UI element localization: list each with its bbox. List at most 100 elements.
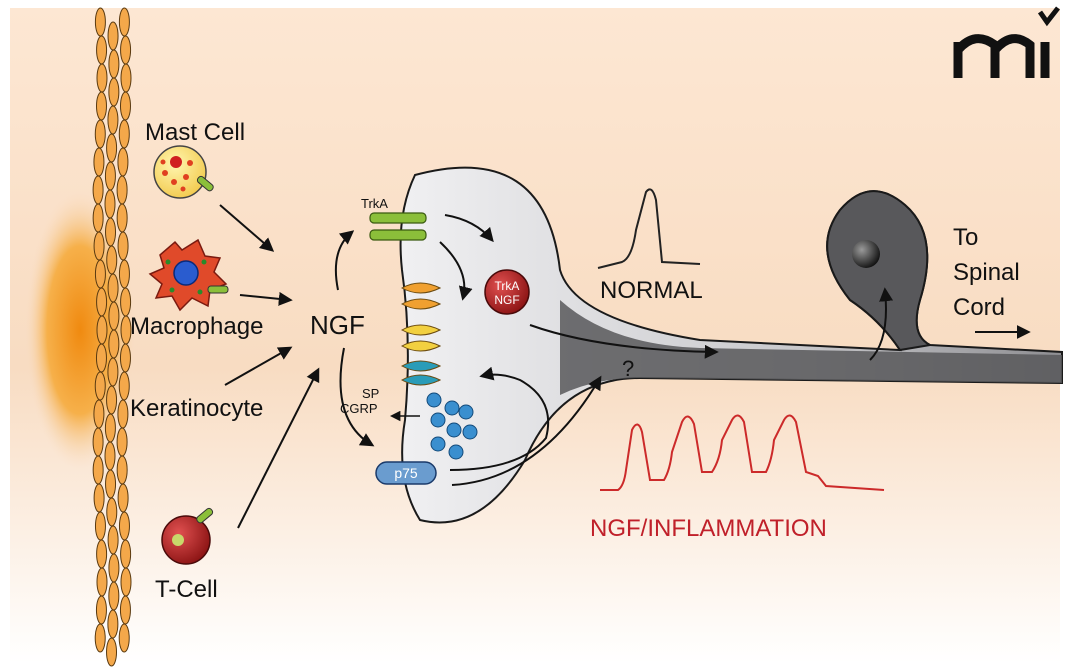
p75-receptor [375, 461, 437, 485]
skin-cell [107, 273, 119, 303]
mi-logo [953, 6, 1060, 78]
skin-cell [117, 399, 129, 429]
inflammation-action-potential-trace [600, 414, 885, 491]
trka-label: TrkA [361, 196, 388, 211]
skin-cell [106, 497, 118, 527]
skin-cell [108, 77, 120, 107]
trka-ngf-label-line1: TrkA [495, 279, 520, 293]
skin-cell [95, 343, 107, 373]
cgrp-label: CGRP [340, 401, 378, 416]
skin-cell [93, 399, 105, 429]
sp-label: SP [362, 386, 379, 401]
skin-cell [120, 539, 132, 569]
skin-cell [119, 343, 131, 373]
skin-cell [116, 203, 128, 233]
sensory-neuron [399, 166, 1063, 524]
destination-line-1: To [953, 224, 978, 251]
skin-cell [108, 553, 120, 583]
skin-cell [107, 21, 119, 51]
destination-line-3: Cord [953, 294, 1005, 321]
skin-cell [107, 357, 119, 387]
mast-cell-icon [153, 145, 214, 199]
skin-cell [96, 35, 108, 65]
skin-cell [94, 119, 106, 149]
skin-cell [104, 413, 116, 443]
skin-cell [120, 567, 132, 597]
skin-cell [108, 329, 120, 359]
skin-cell [92, 455, 104, 485]
ngf-label: NGF [310, 310, 365, 340]
skin-cell [118, 623, 130, 653]
skin-cell [119, 91, 131, 121]
skin-cell [92, 175, 104, 205]
skin-cell [118, 371, 130, 401]
skin-cell [118, 119, 130, 149]
skin-cell [117, 483, 129, 513]
skin-cell [94, 511, 106, 541]
skin-cell [94, 371, 106, 401]
keratinocyte-label: Keratinocyte [130, 395, 263, 422]
secretion-arrows [219, 204, 320, 529]
skin-cell [108, 301, 120, 331]
skin-cell [94, 623, 106, 653]
soma-nucleus [852, 240, 880, 268]
macrophage-icon [148, 238, 229, 312]
unknown-pathway-label: ? [622, 356, 634, 381]
skin-cell [93, 147, 105, 177]
normal-action-potential-trace [597, 188, 701, 269]
skin-cell [106, 245, 118, 275]
skin-cell [96, 287, 108, 317]
skin-cell [94, 7, 106, 37]
skin-cell [106, 385, 118, 415]
skin-cell [118, 259, 130, 289]
destination-line-2: Spinal [953, 259, 1020, 286]
skin-cell [107, 609, 119, 639]
inflammation-glow [25, 190, 135, 470]
skin-cell [120, 287, 132, 317]
skin-cell [116, 175, 128, 205]
skin-cell [106, 133, 118, 163]
skin-cell [119, 595, 131, 625]
skin-cell [94, 259, 106, 289]
skin-cell [120, 35, 132, 65]
skin-cell [95, 91, 107, 121]
macrophage-label: Macrophage [130, 313, 263, 340]
skin-cell [104, 161, 116, 191]
p75-label: p75 [394, 465, 418, 481]
skin-cell [104, 189, 116, 219]
normal-label: NORMAL [600, 277, 703, 304]
t-cell-label: T-Cell [155, 576, 218, 603]
skin-cell [118, 7, 130, 37]
trka-ngf-label-line2: NGF [494, 293, 519, 307]
skin-cell [108, 581, 120, 611]
skin-epithelial-layer [92, 7, 132, 667]
skin-cell [106, 637, 118, 667]
t-cell-icon [161, 507, 214, 565]
signaling-arrows [439, 214, 894, 486]
skin-cell [105, 469, 117, 499]
skin-cell [120, 63, 132, 93]
trka-receptor [369, 212, 427, 241]
skin-cell [93, 483, 105, 513]
skin-cell [104, 441, 116, 471]
skin-cell [116, 455, 128, 485]
skin-cell [117, 231, 129, 261]
skin-cell [95, 595, 107, 625]
skin-cell [96, 63, 108, 93]
skin-cell [107, 105, 119, 135]
skin-cell [118, 511, 130, 541]
skin-cell [92, 427, 104, 457]
neuropeptide-vesicles [426, 392, 478, 460]
skin-cell [96, 539, 108, 569]
skin-cell [107, 525, 119, 555]
skin-cell [93, 231, 105, 261]
skin-cell [108, 49, 120, 79]
ngf-binding-arrows [334, 230, 375, 447]
skin-cell [96, 567, 108, 597]
mast-cell-label: Mast Cell [145, 119, 245, 146]
skin-cell [92, 203, 104, 233]
membrane-receptors [400, 282, 442, 386]
skin-cell [105, 217, 117, 247]
